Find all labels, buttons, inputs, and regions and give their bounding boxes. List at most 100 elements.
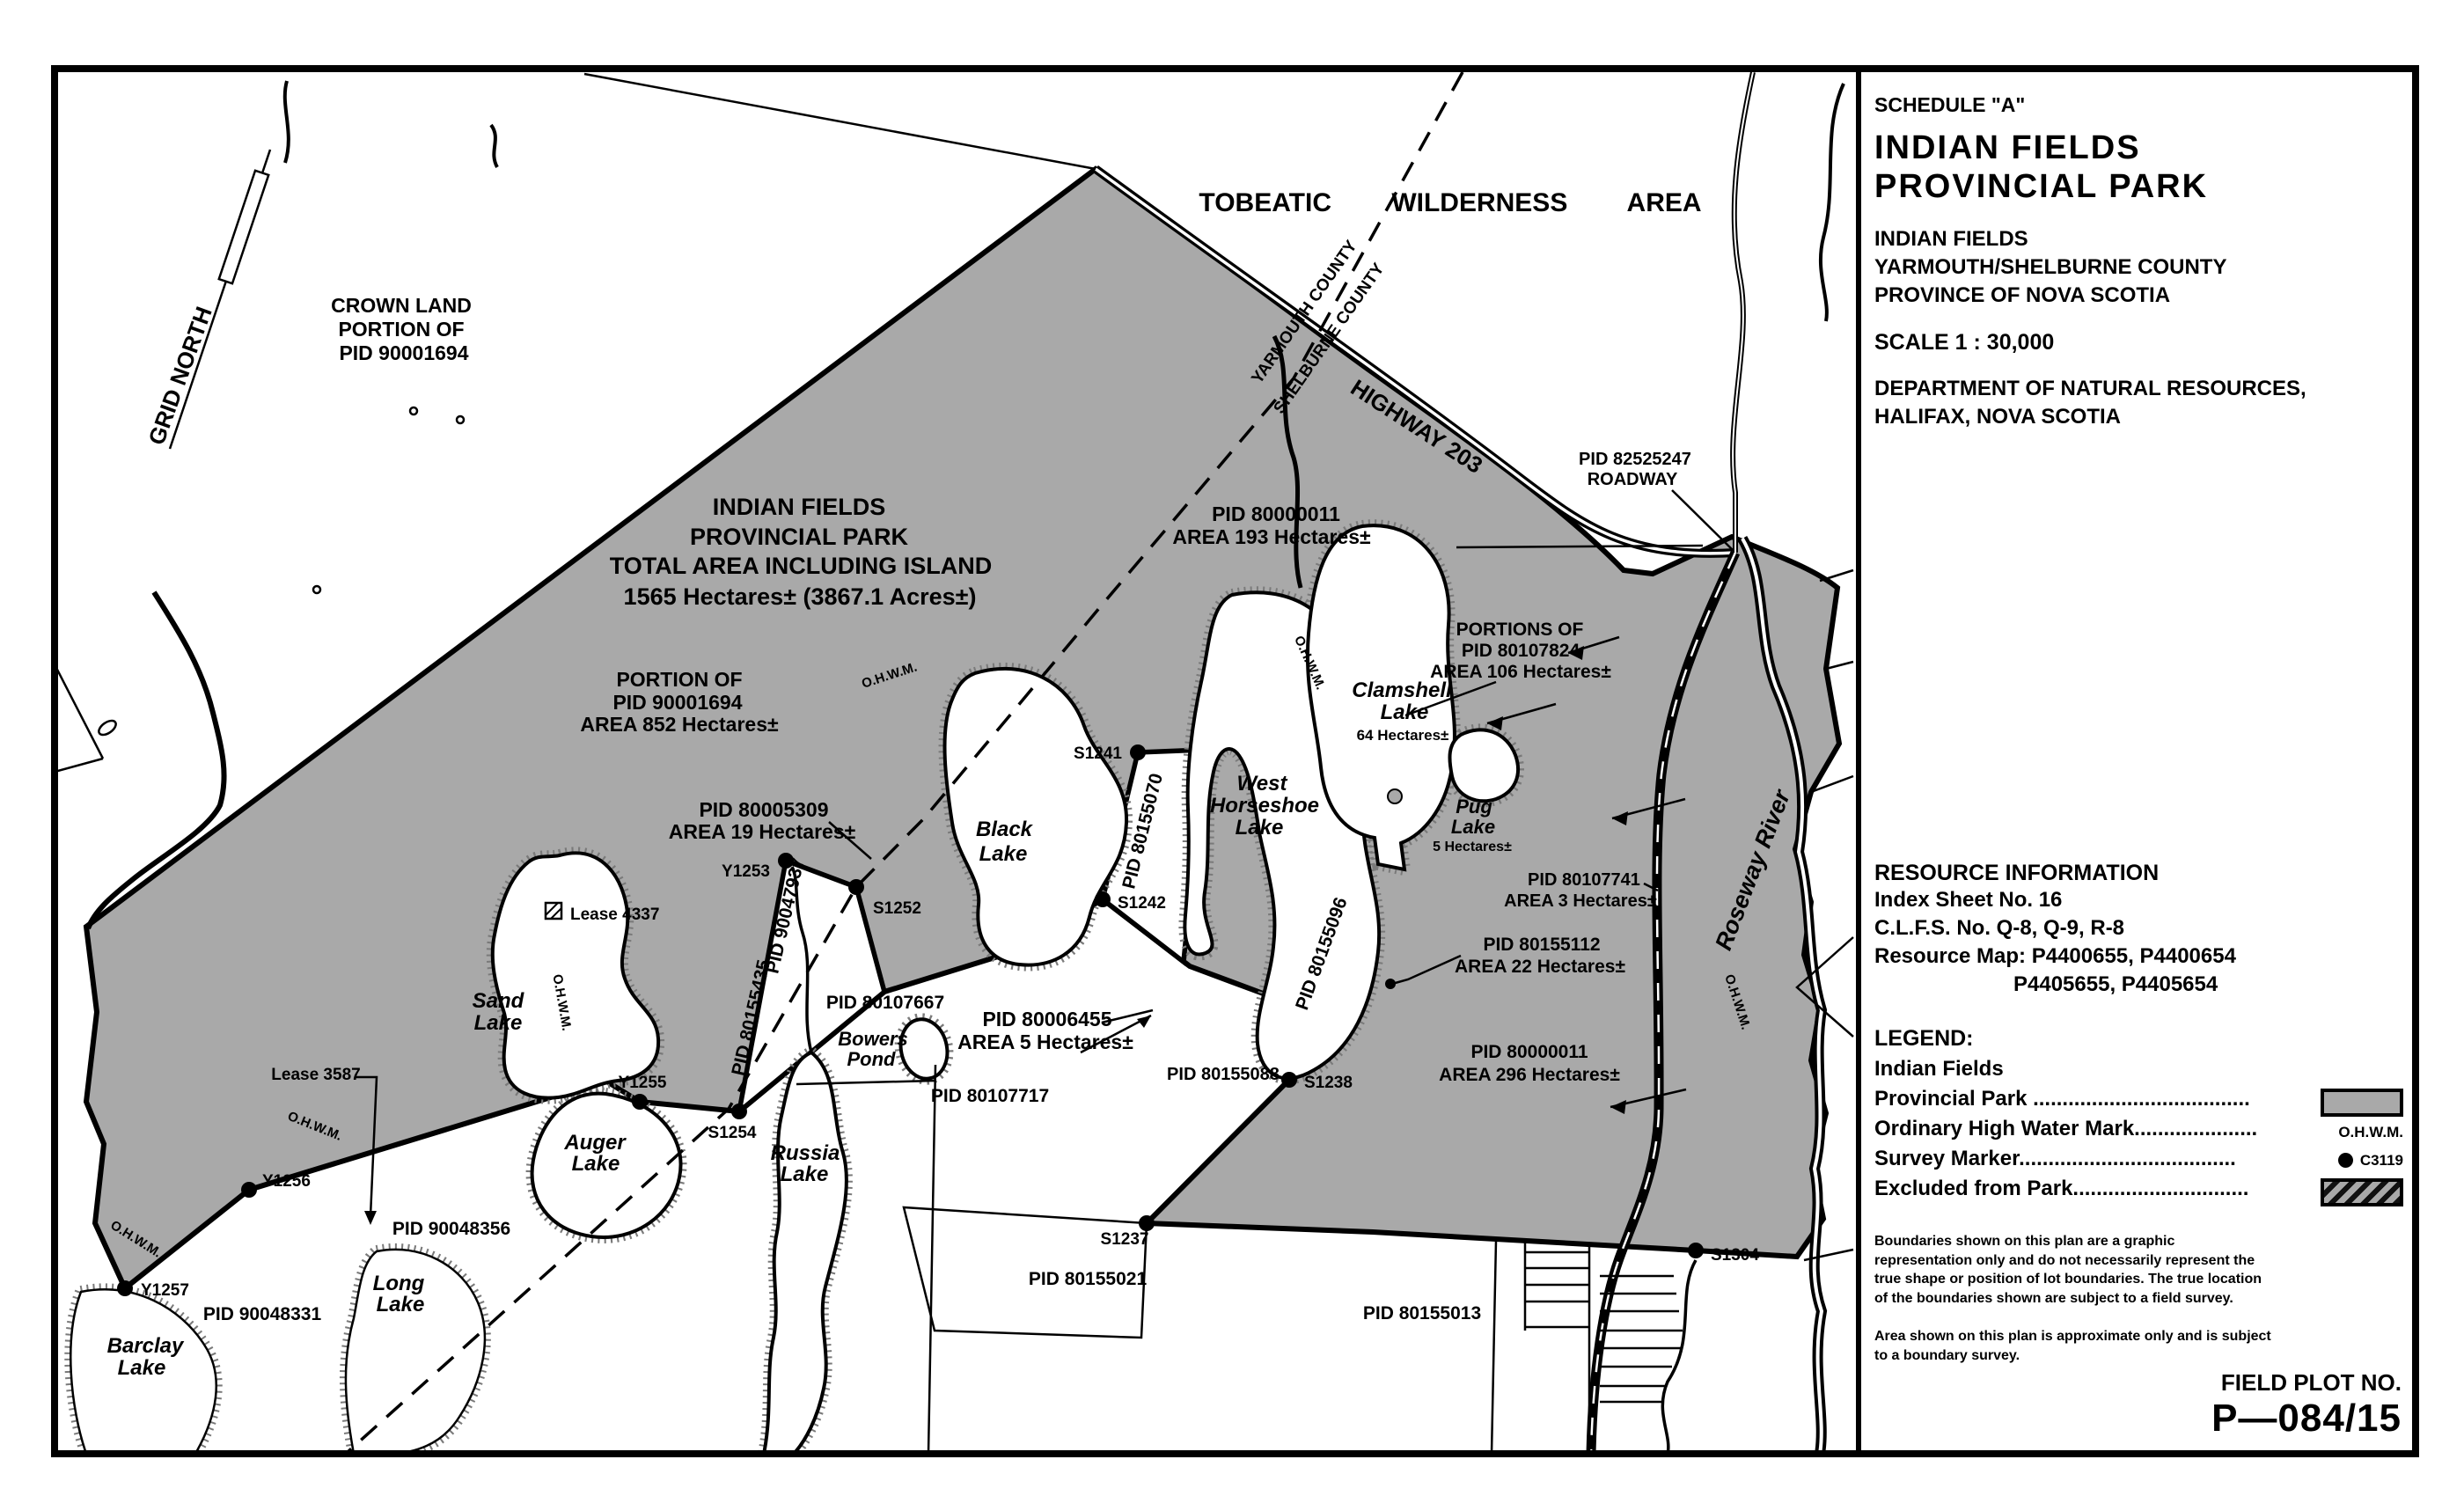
park-title-line2: PROVINCIAL PARK <box>1874 167 2209 205</box>
survey-marker-Y1255 <box>632 1094 648 1110</box>
map-label-portion-of-2: PID 90001694 <box>612 691 742 714</box>
map-label-crown-land-2: PORTION OF <box>338 318 464 341</box>
north-arrow <box>168 149 272 450</box>
map-label-pug-2: Lake <box>1451 816 1495 838</box>
bottom-right-stream <box>1661 1259 1698 1450</box>
map-label-pid-80000011-n2: AREA 193 Hectares± <box>1172 525 1371 548</box>
map-label-y1256: Y1256 <box>262 1172 311 1191</box>
map-label-pid-80006455-1: PID 80006455 <box>982 1008 1111 1030</box>
map-label-crown-land-3: PID 90001694 <box>339 341 468 364</box>
map-label-pid-80107741-2: AREA 3 Hectares± <box>1504 891 1657 911</box>
map-label-pid-80005309-2: AREA 19 Hectares± <box>669 820 856 843</box>
map-label-s1237: S1237 <box>1101 1230 1149 1249</box>
legend-item-indian-fields: Indian Fields <box>1874 1057 2403 1087</box>
map-label-pid-90048331: PID 90048331 <box>203 1304 322 1324</box>
legend-item-excluded: Excluded from Park......................… <box>1874 1177 2403 1206</box>
lot-lines <box>58 72 1854 1450</box>
north-access-road-center <box>1732 72 1754 553</box>
ohwm-symbol: O.H.W.M. <box>2338 1124 2403 1140</box>
map-label-pid-80107717: PID 80107717 <box>931 1086 1049 1106</box>
leader-pid80107741 <box>1643 882 1659 892</box>
leader-pid80006455a <box>1101 1008 1154 1024</box>
map-label-portions-of-2: PID 80107824 <box>1462 641 1580 661</box>
legend-label-provincial-park: Provincial Park ........................… <box>1874 1087 2250 1111</box>
map-label-clamshell-1: Clamshell <box>1352 678 1453 702</box>
map-label-long-lake-1: Long <box>373 1272 425 1295</box>
outside-lakes <box>70 1248 487 1450</box>
map-label-y1253: Y1253 <box>722 862 770 881</box>
leader-lease3587 <box>356 1075 378 1217</box>
auger-lake <box>530 1091 683 1239</box>
resource-info-line2: C.L.F.S. No. Q-8, Q-9, R-8 <box>1874 915 2125 940</box>
map-label-bowers-pond-1: Bowers <box>838 1028 907 1050</box>
resource-info-heading: RESOURCE INFORMATION <box>1874 861 2160 885</box>
black-lake <box>942 666 1129 967</box>
map-label-pug-1: Pug <box>1456 796 1492 818</box>
resource-info-line1: Index Sheet No. 16 <box>1874 888 2063 912</box>
map-label-barclay-lake-1: Barclay <box>107 1334 185 1358</box>
survey-marker-Y1257 <box>117 1280 133 1296</box>
map-label-park-title-4: 1565 Hectares± (3867.1 Acres±) <box>624 583 977 610</box>
map-label-sand-lake-2: Lake <box>474 1011 523 1035</box>
map-label-bowers-pond-2: Pond <box>847 1048 897 1070</box>
map-label-pid-80000011-s1: PID 80000011 <box>1470 1042 1588 1062</box>
note-boundaries: Boundaries shown on this plan are a grap… <box>1874 1234 2262 1306</box>
map-label-s1252: S1252 <box>873 899 921 918</box>
survey-markers <box>117 744 1704 1296</box>
legend-item-survey-marker: Survey Marker...........................… <box>1874 1147 2403 1177</box>
corridor-pid-90047937 <box>735 857 888 1118</box>
survey-marker-S1237 <box>1139 1215 1155 1231</box>
top-squiggle-2 <box>282 80 290 164</box>
lease-4337-symbol <box>544 901 563 920</box>
map-label-west-horseshoe-3: Lake <box>1236 816 1284 840</box>
map-label-s1238: S1238 <box>1304 1074 1353 1092</box>
survey-marker-S1304 <box>1688 1243 1704 1258</box>
survey-marker-S1254 <box>731 1104 747 1119</box>
map-label-pid-80107741-1: PID 80107741 <box>1528 870 1640 890</box>
field-plot-number: P—084/15 <box>2211 1397 2402 1440</box>
legend-label-survey-marker: Survey Marker...........................… <box>1874 1147 2236 1170</box>
map-label-pid-80155021: PID 80155021 <box>1029 1269 1148 1289</box>
legend-item-provincial-park: Provincial Park ........................… <box>1874 1087 2403 1117</box>
map-label-park-title-3: TOTAL AREA INCLUDING ISLAND <box>610 553 993 579</box>
subtitle-line2: YARMOUTH/SHELBURNE COUNTY <box>1874 255 2227 280</box>
pug-lake <box>1448 728 1520 803</box>
survey-marker-S1252 <box>848 879 864 895</box>
legend-label-indian-fields: Indian Fields <box>1874 1057 2004 1081</box>
map-label-pid-80155112-1: PID 80155112 <box>1483 935 1600 955</box>
map-label-pid-80155088: PID 80155088 <box>1167 1065 1280 1084</box>
survey-marker-pid-80155112-point <box>1385 979 1396 989</box>
roads <box>1093 72 1756 1450</box>
legend-item-ohwm: Ordinary High Water Mark................… <box>1874 1117 2403 1147</box>
survey-marker-dot-icon <box>2337 1153 2353 1168</box>
excluded-swatch <box>2321 1178 2403 1206</box>
scale-label: SCALE 1 : 30,000 <box>1874 330 2055 356</box>
schedule-label: SCHEDULE "A" <box>1874 93 2026 116</box>
small-ponds <box>98 406 466 737</box>
long-lake <box>344 1248 487 1450</box>
survey-marker-Y1253 <box>778 853 794 869</box>
map-label-s1254: S1254 <box>708 1124 757 1142</box>
map-label-pid-80155013: PID 80155013 <box>1363 1303 1481 1324</box>
map-label-y1257: Y1257 <box>141 1281 189 1300</box>
map-label-park-title-1: INDIAN FIELDS <box>713 494 886 520</box>
field-plot-label: FIELD PLOT NO. <box>2220 1369 2402 1396</box>
subtitle-line3: PROVINCE OF NOVA SCOTIA <box>1874 282 2171 307</box>
map-label-russia-lake-2: Lake <box>781 1162 829 1186</box>
park-swatch <box>2321 1089 2403 1117</box>
survey-marker-S1238 <box>1281 1072 1297 1088</box>
survey-marker-symbol: C3119 <box>2337 1152 2403 1170</box>
map-label-sand-lake-1: Sand <box>473 989 525 1013</box>
legend-heading: LEGEND: <box>1874 1026 1974 1051</box>
leader-pid80005309 <box>828 821 872 860</box>
map-label-pug-3: 5 Hectares± <box>1433 840 1512 854</box>
map-label-roadway: ROADWAY <box>1588 470 1678 489</box>
west-stream <box>85 590 227 930</box>
legend-label-excluded: Excluded from Park......................… <box>1874 1177 2249 1200</box>
map-label-pid-80107667: PID 80107667 <box>826 993 944 1013</box>
map-label-russia-lake-1: Russia <box>771 1141 840 1165</box>
map-label-black-lake-1: Black <box>976 818 1034 841</box>
sand-lake <box>490 851 661 1100</box>
